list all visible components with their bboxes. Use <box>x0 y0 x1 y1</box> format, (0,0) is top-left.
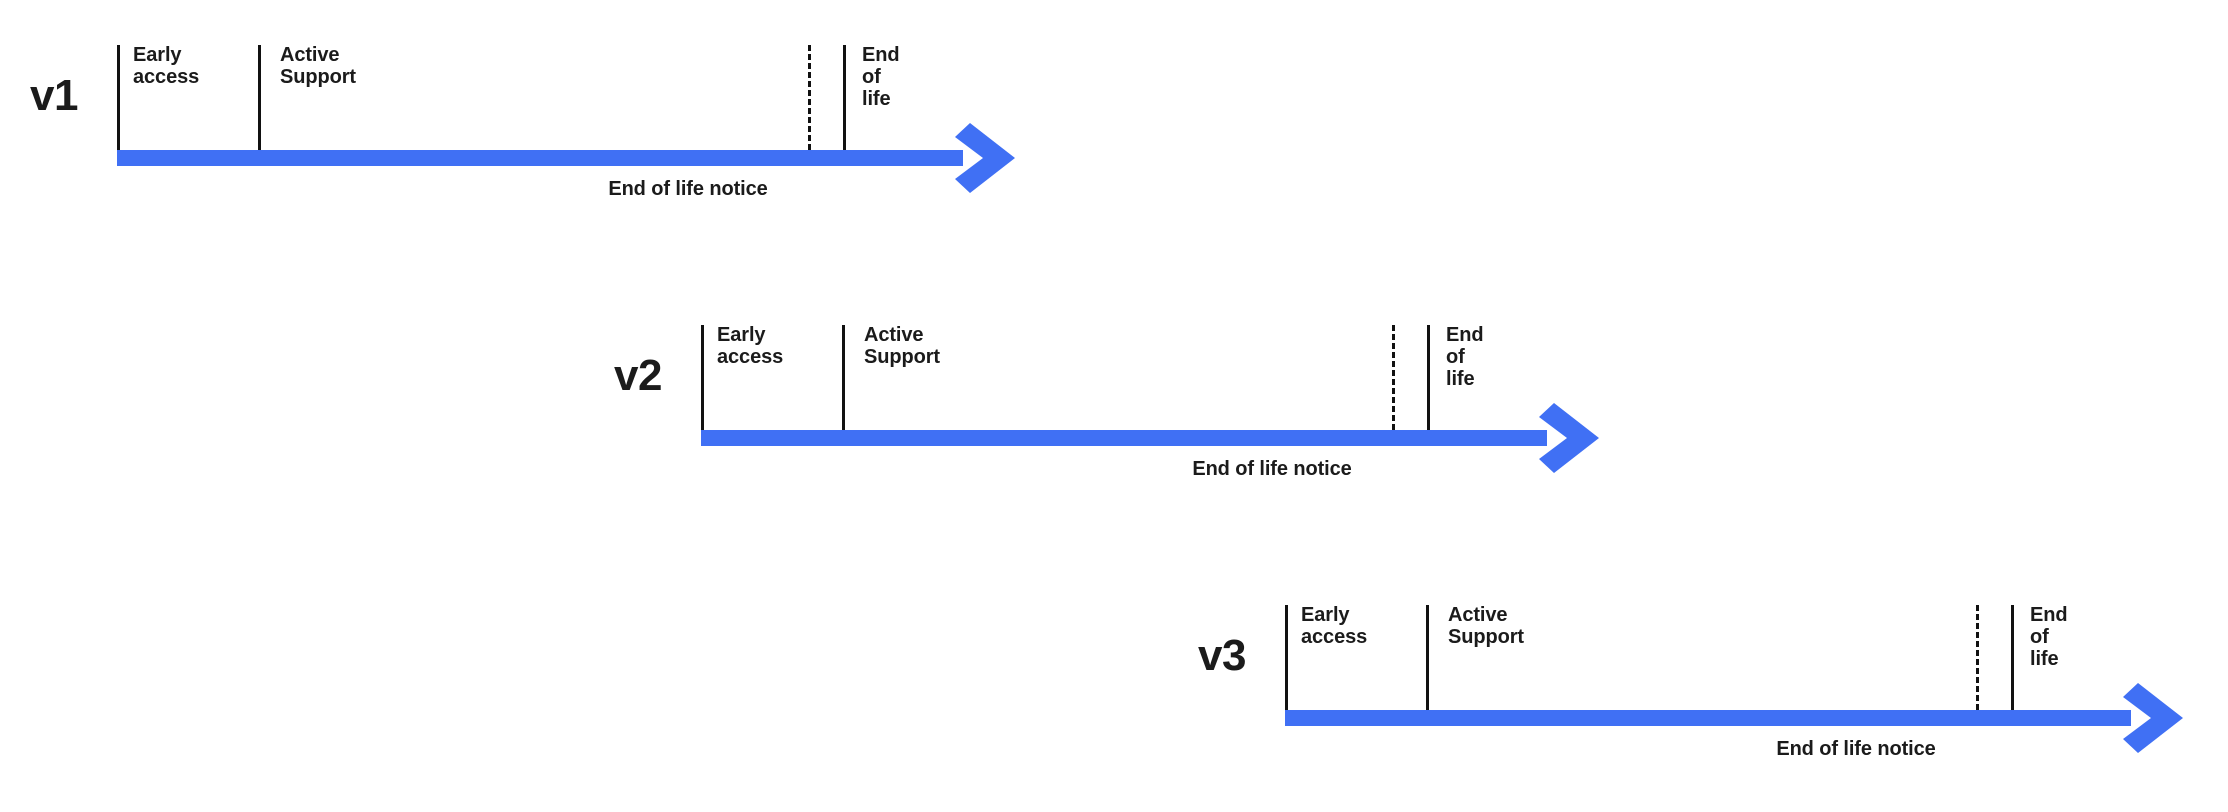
version-label-v1: v1 <box>30 71 78 120</box>
phase-label-1: Active Support <box>280 44 356 88</box>
phase-divider-1 <box>842 325 845 430</box>
phase-divider-3 <box>1427 325 1430 430</box>
phase-divider-0 <box>117 45 120 150</box>
phase-divider-1 <box>1426 605 1429 710</box>
phase-divider-dashed-2 <box>1392 325 1395 430</box>
phase-label-2: End of life <box>1446 324 1484 390</box>
timeline-bar <box>117 150 963 166</box>
phase-divider-3 <box>843 45 846 150</box>
phase-divider-dashed-2 <box>1976 605 1979 710</box>
version-label-v3: v3 <box>1198 631 1246 680</box>
end-of-life-notice-label: End of life notice <box>1776 738 1936 760</box>
end-of-life-notice-label: End of life notice <box>608 178 768 200</box>
timeline-arrow-head <box>1537 403 1599 473</box>
phase-label-1: Active Support <box>1448 604 1524 648</box>
timeline-arrow-head <box>2121 683 2183 753</box>
phase-label-0: Early access <box>717 324 784 368</box>
phase-label-0: Early access <box>1301 604 1368 648</box>
timeline-bar <box>1285 710 2131 726</box>
phase-divider-dashed-2 <box>808 45 811 150</box>
timeline-arrow-head <box>953 123 1015 193</box>
phase-divider-0 <box>701 325 704 430</box>
version-label-v2: v2 <box>614 351 662 400</box>
end-of-life-notice-label: End of life notice <box>1192 458 1352 480</box>
phase-label-0: Early access <box>133 44 200 88</box>
phase-label-2: End of life <box>2030 604 2068 670</box>
timeline-bar <box>701 430 1547 446</box>
phase-label-1: Active Support <box>864 324 940 368</box>
phase-divider-3 <box>2011 605 2014 710</box>
phase-divider-1 <box>258 45 261 150</box>
phase-label-2: End of life <box>862 44 900 110</box>
phase-divider-0 <box>1285 605 1288 710</box>
